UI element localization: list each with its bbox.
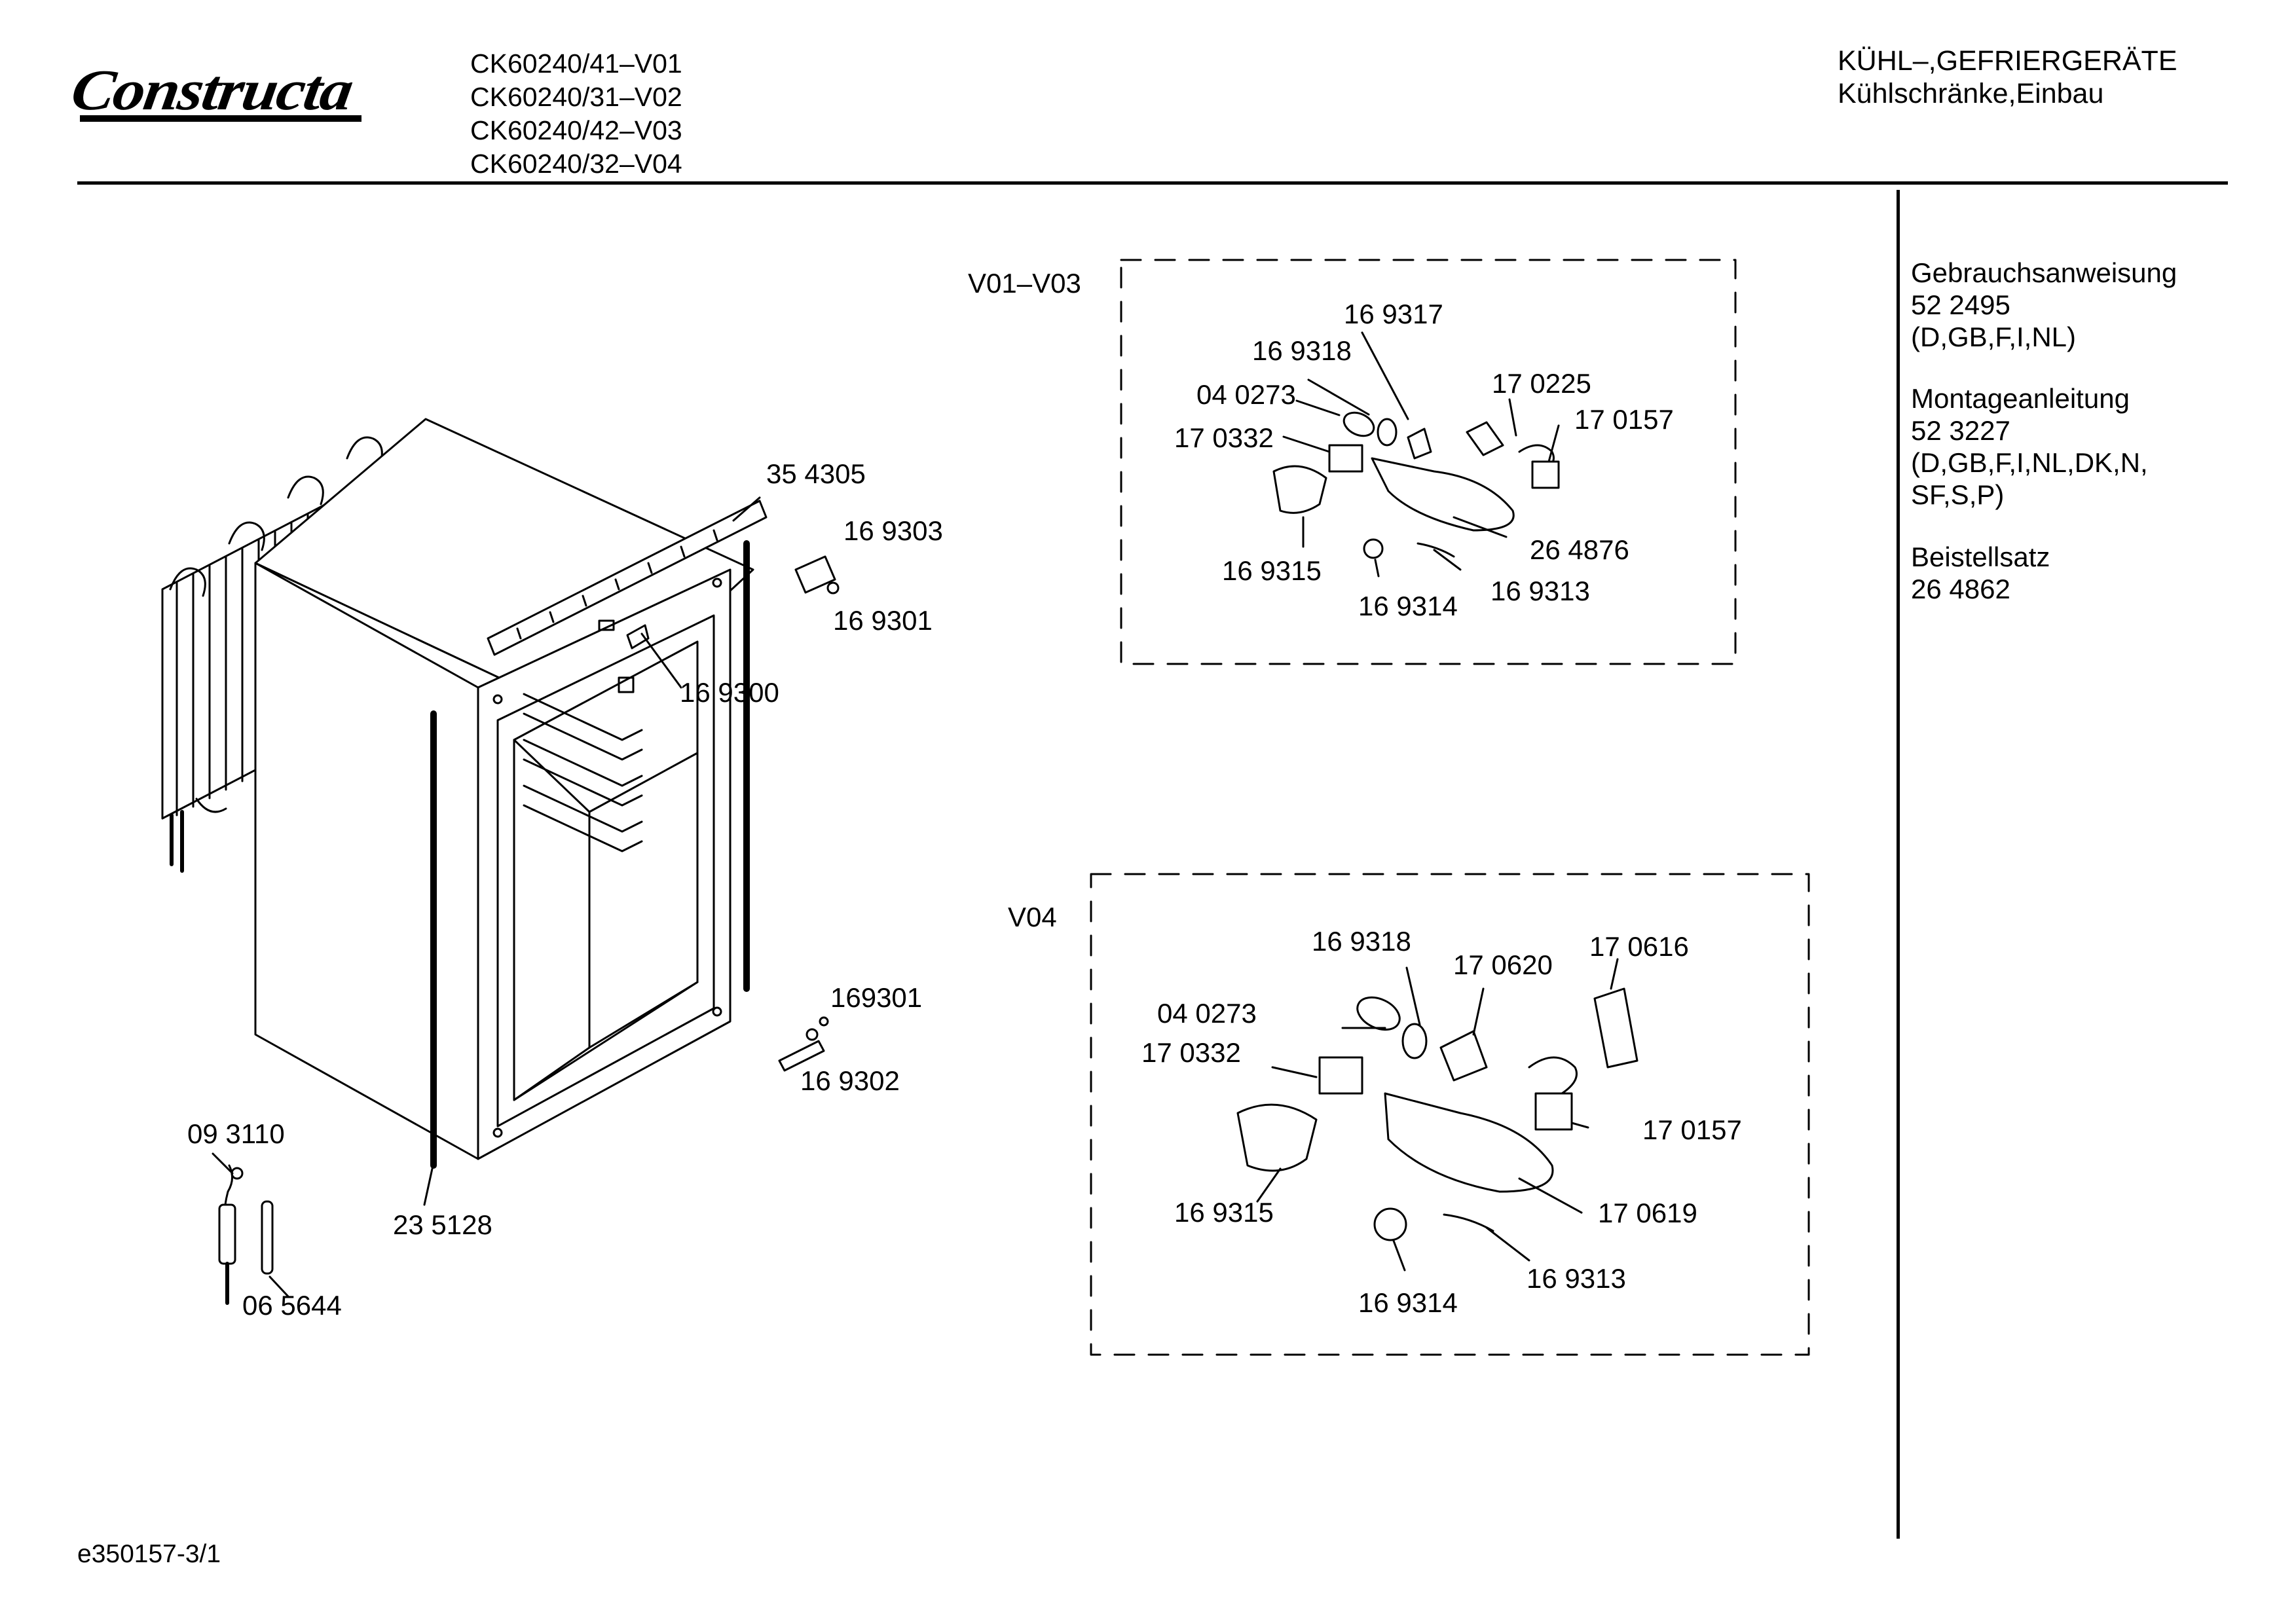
model-number: CK60240/31–V02 — [470, 82, 682, 112]
model-number: CK60240/32–V04 — [470, 149, 682, 179]
part-label: 17 0620 — [1453, 949, 1553, 980]
part-label: 26 4876 — [1530, 534, 1629, 565]
doc-installation-guide: Montageanleitung 52 3227 (D,GB,F,I,NL,DK… — [1911, 382, 2148, 511]
part-label: 16 9317 — [1344, 299, 1443, 329]
part-label: 16 9318 — [1252, 335, 1352, 366]
part-label: 17 0157 — [1642, 1114, 1742, 1145]
lamp-assembly-v01 — [1272, 411, 1560, 559]
part-label: 04 0273 — [1196, 379, 1296, 410]
variant-label: V04 — [1008, 902, 1057, 932]
part-label: 16 9318 — [1312, 926, 1411, 957]
doc-accessory-kit: Beistellsatz 26 4862 — [1911, 541, 2050, 605]
doc-number: 52 3227 — [1911, 415, 2010, 446]
part-label: 17 0332 — [1174, 422, 1274, 453]
model-number: CK60240/41–V01 — [470, 48, 682, 79]
lamp-assembly-v04 — [1236, 987, 1639, 1241]
door-hinge-pin — [626, 624, 650, 650]
drawing-code: e350157-3/1 — [77, 1540, 221, 1568]
part-label: 06 5644 — [242, 1290, 342, 1321]
part-label: 16 9301 — [833, 605, 933, 636]
part-label: 17 0225 — [1492, 368, 1591, 399]
part-label: 17 0332 — [1141, 1037, 1241, 1068]
part-label: 16 9315 — [1222, 555, 1322, 586]
part-label: 17 0616 — [1589, 931, 1689, 962]
doc-title: Montageanleitung — [1911, 383, 2130, 414]
part-label: 35 4305 — [766, 458, 866, 489]
part-label: 169301 — [830, 982, 922, 1013]
part-label: 16 9303 — [843, 515, 943, 546]
part-label: 16 9315 — [1174, 1197, 1274, 1228]
part-label: 16 9300 — [680, 677, 779, 708]
part-label: 16 9302 — [800, 1065, 900, 1096]
doc-languages: (D,GB,F,I,NL,DK,N, — [1911, 447, 2148, 478]
category-title: KÜHL–,GEFRIERGERÄTE — [1838, 45, 2177, 77]
doc-languages: (D,GB,F,I,NL) — [1911, 321, 2077, 352]
box-v01-v03 — [1120, 259, 1737, 665]
part-label: 23 5128 — [393, 1209, 492, 1240]
doc-number: 26 4862 — [1911, 574, 2010, 604]
part-label: 16 9314 — [1358, 591, 1458, 621]
product-category: KÜHL–,GEFRIERGERÄTE Kühlschränke,Einbau — [1838, 45, 2177, 110]
part-label: 17 0157 — [1574, 404, 1674, 435]
doc-title: Beistellsatz — [1911, 541, 2050, 572]
variant-label: V01–V03 — [968, 268, 1081, 299]
doc-languages: SF,S,P) — [1911, 479, 2005, 510]
part-label: 09 3110 — [187, 1118, 285, 1149]
part-label: 16 9313 — [1491, 576, 1590, 606]
refrigerator-cabinet — [254, 418, 768, 1169]
brand-logo-underline — [80, 115, 361, 122]
model-list: CK60240/41–V01 CK60240/31–V02 CK60240/42… — [470, 47, 682, 181]
part-label: 16 9313 — [1527, 1263, 1626, 1294]
part-label: 04 0273 — [1157, 998, 1257, 1029]
category-subtitle: Kühlschränke,Einbau — [1838, 78, 2104, 109]
hinge-bottom — [778, 1016, 829, 1072]
sidebar-divider — [1897, 190, 1900, 1539]
header-divider — [77, 181, 2228, 185]
model-number: CK60240/42–V03 — [470, 115, 682, 145]
doc-number: 52 2495 — [1911, 289, 2010, 320]
doc-title: Gebrauchsanweisung — [1911, 257, 2177, 288]
doc-user-manual: Gebrauchsanweisung 52 2495 (D,GB,F,I,NL) — [1911, 257, 2177, 353]
temperature-sensor — [218, 1164, 244, 1305]
part-label: 16 9314 — [1358, 1287, 1458, 1318]
part-label: 17 0619 — [1598, 1198, 1697, 1228]
box-v04 — [1090, 873, 1810, 1356]
sensor-tube — [261, 1200, 274, 1275]
hinge-top — [794, 555, 840, 595]
